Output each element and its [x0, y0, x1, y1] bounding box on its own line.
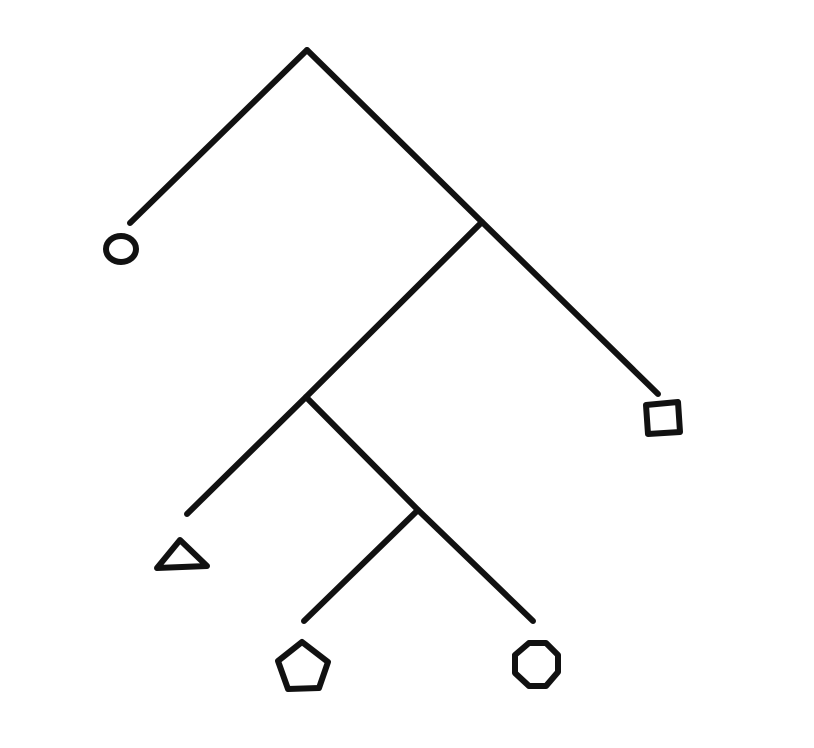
edge-internal-a-to-square: [479, 219, 661, 397]
edge-root-to-circle: [127, 47, 310, 226]
edge-internal-a-to-internal-b: [303, 219, 485, 400]
edge-internal-c-to-octagon: [415, 507, 536, 624]
edge-internal-b-to-internal-c: [303, 394, 421, 513]
edge-internal-b-to-triangle: [184, 394, 309, 517]
circle-leaf-icon: [103, 233, 139, 265]
edge-internal-c-to-pentagon: [301, 507, 421, 624]
pentagon-leaf-icon: [275, 639, 331, 692]
edge-root-to-internal-a: [304, 47, 485, 225]
square-leaf-icon: [643, 399, 683, 437]
triangle-leaf-icon: [154, 537, 210, 571]
octagon-leaf-icon: [512, 640, 561, 689]
